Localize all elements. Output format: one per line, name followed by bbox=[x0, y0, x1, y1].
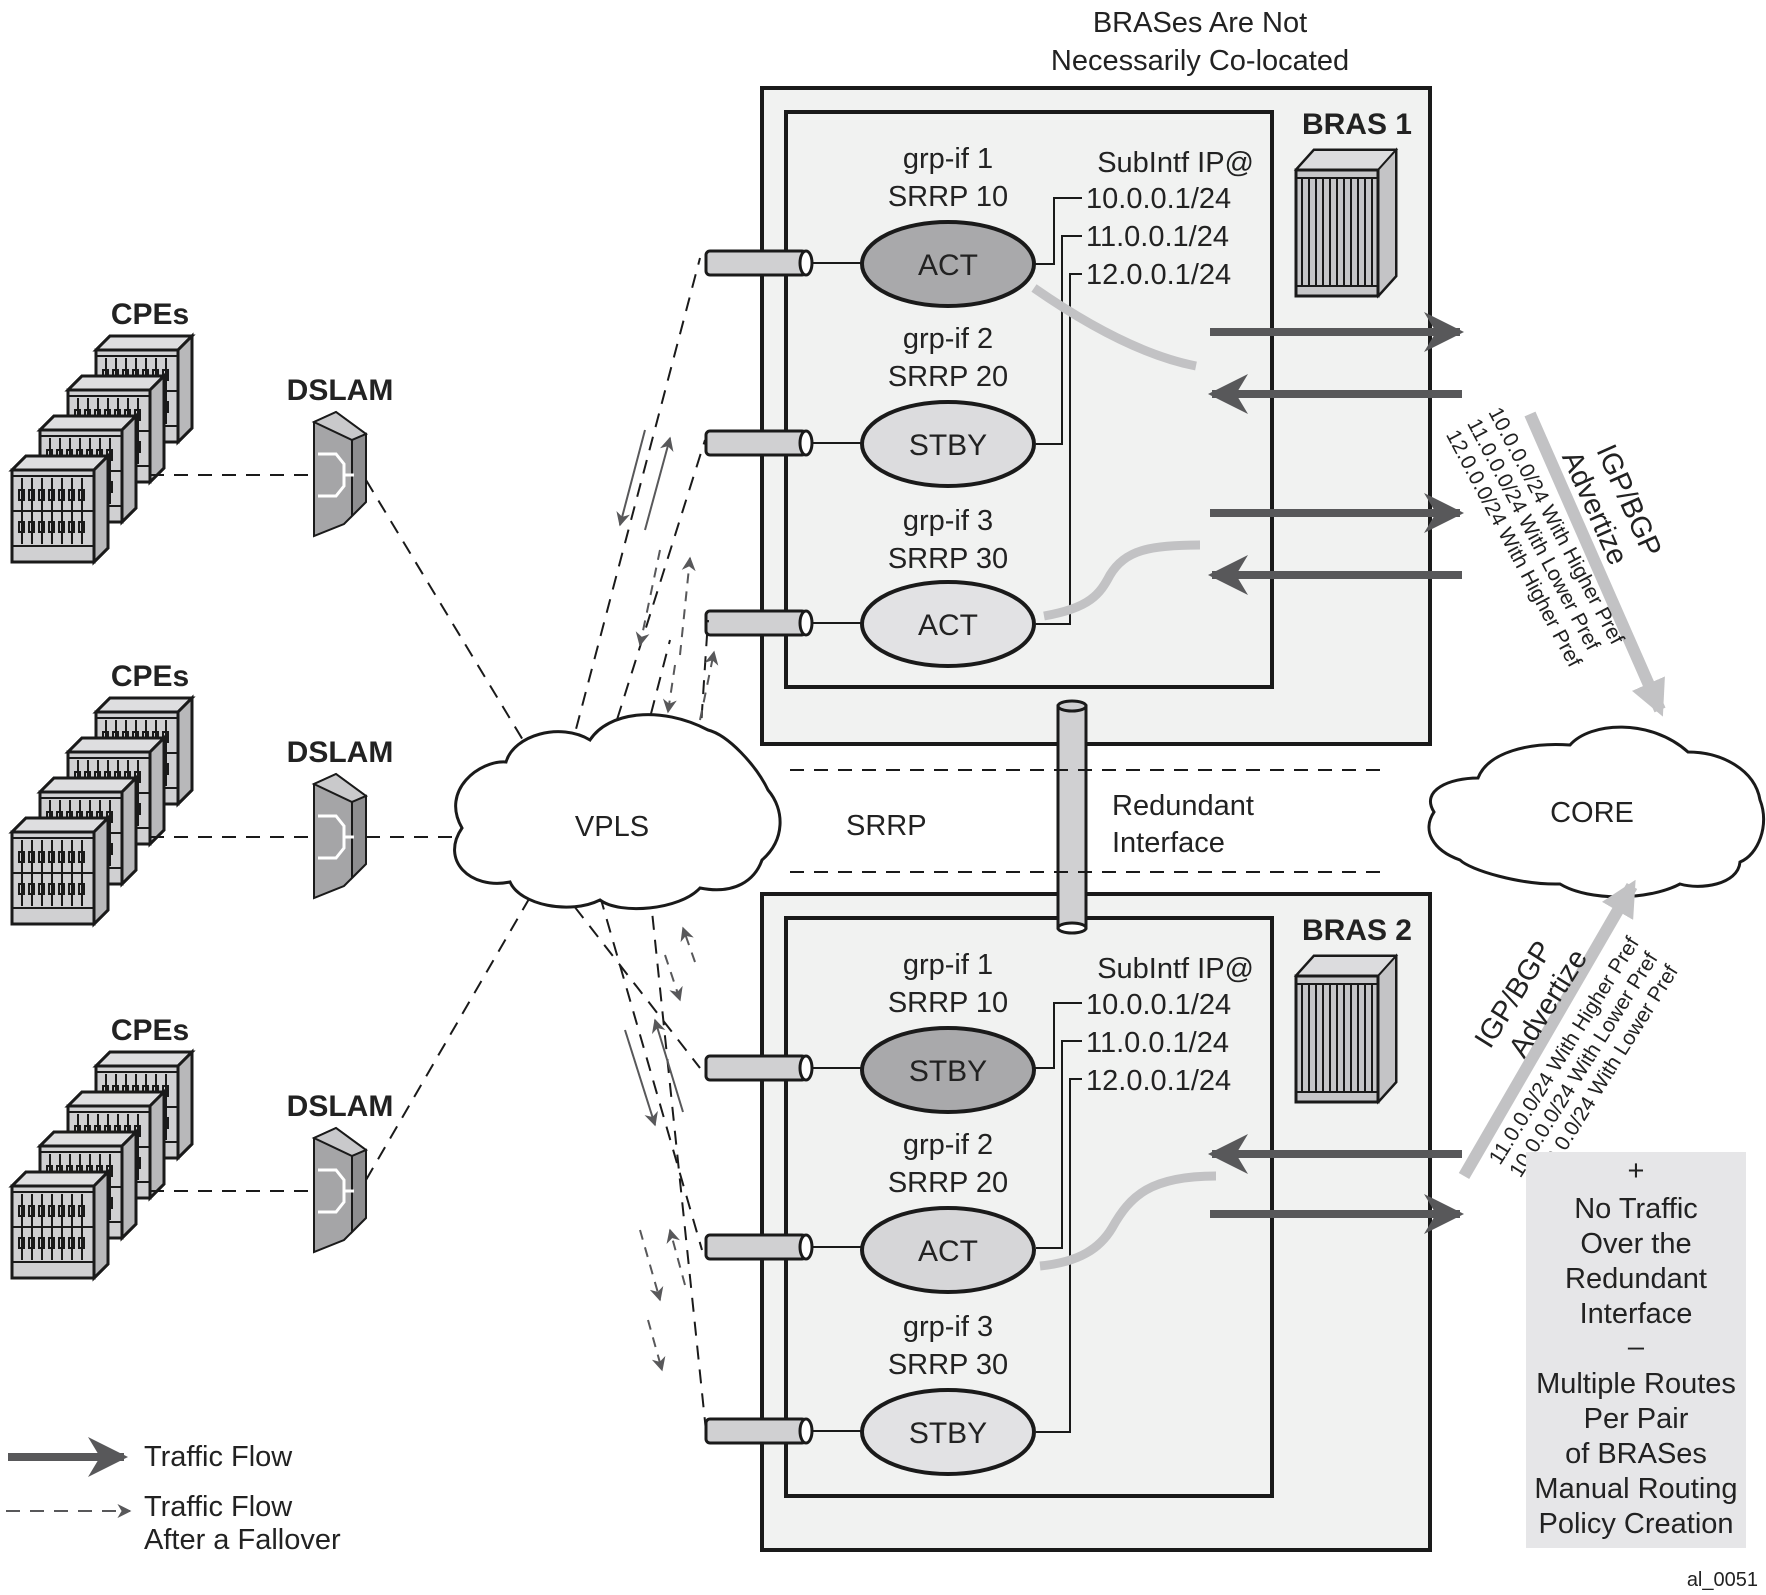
summary-pro-4: Interface bbox=[1580, 1298, 1693, 1330]
bras-1-grp-if-1-name: grp-if 1 bbox=[903, 143, 993, 175]
bras-1-grp-if-1-state: ACT bbox=[918, 249, 978, 282]
bras-2-grp-if-2-srrp: SRRP 20 bbox=[888, 1167, 1008, 1199]
access-group-2: CPEs DSLAM bbox=[10, 660, 394, 926]
summary-box-bg bbox=[1526, 1152, 1746, 1548]
header-note-line-1: BRASes Are Not bbox=[1093, 7, 1307, 39]
summary-pro-2: Over the bbox=[1580, 1228, 1691, 1260]
vpls-bras-links bbox=[559, 257, 709, 1432]
bras-2-grp-if-1-state: STBY bbox=[909, 1055, 987, 1088]
cpes-label-1: CPEs bbox=[111, 298, 189, 331]
bras-2-port-3[interactable] bbox=[704, 1417, 814, 1445]
cpes-label-3: CPEs bbox=[111, 1014, 189, 1047]
legend-solid-label: Traffic Flow bbox=[144, 1441, 293, 1473]
dslam-label-1: DSLAM bbox=[287, 374, 394, 407]
legend-dashed-label-2: After a Fallover bbox=[144, 1524, 341, 1556]
bras-2-port-2[interactable] bbox=[704, 1233, 814, 1261]
bras-2-grp-if-2-state: ACT bbox=[918, 1235, 978, 1268]
redundant-interface-label-1: Redundant bbox=[1112, 790, 1254, 822]
summary-pro-3: Redundant bbox=[1565, 1263, 1707, 1295]
srrp-label: SRRP bbox=[846, 810, 927, 842]
bras-2-route-path-2 bbox=[1039, 1171, 1217, 1271]
bras-1-title: BRAS 1 bbox=[1302, 108, 1412, 141]
core-cloud[interactable]: CORE bbox=[1427, 725, 1766, 899]
bras-2-grp-if-1-state-node[interactable] bbox=[860, 1026, 1036, 1114]
redundant-interface-link[interactable] bbox=[1056, 699, 1088, 935]
bras-1-grp-if-3-srrp: SRRP 30 bbox=[888, 543, 1008, 575]
legend-dashed-label-1: Traffic Flow bbox=[144, 1491, 293, 1523]
bras-2-grp-if-1-srrp: SRRP 10 bbox=[888, 987, 1008, 1019]
bras-2-grp-if-3-srrp: SRRP 30 bbox=[888, 1349, 1008, 1381]
cpe-icon bbox=[10, 454, 110, 564]
bras-2-grp-if-1-name: grp-if 1 bbox=[903, 949, 993, 981]
bras-1-port-1[interactable] bbox=[704, 249, 814, 277]
bras-1-grp-if-3-state: ACT bbox=[918, 609, 978, 642]
bras-2-subnet-2: 11.0.0.1/24 bbox=[1086, 1027, 1229, 1059]
bras-1-subnet-3: 12.0.0.1/24 bbox=[1086, 259, 1231, 291]
dslam-icon[interactable] bbox=[312, 1126, 368, 1254]
bras-2-subnet-1: 10.0.0.1/24 bbox=[1086, 989, 1231, 1021]
dslam-icon[interactable] bbox=[312, 772, 368, 900]
bras-2-title: BRAS 2 bbox=[1302, 914, 1412, 947]
summary-plus: + bbox=[1628, 1155, 1645, 1187]
bras-1-inner-panel bbox=[784, 110, 1274, 689]
figure-id: al_0051 bbox=[1687, 1569, 1758, 1591]
bras-2-subintf-header: SubIntf IP@ bbox=[1097, 953, 1254, 985]
bras-1-grp-if-2-name: grp-if 2 bbox=[903, 323, 993, 355]
summary-con-1: Multiple Routes bbox=[1536, 1368, 1736, 1400]
summary-con-5: Policy Creation bbox=[1538, 1508, 1733, 1540]
cpe-icon bbox=[10, 816, 110, 926]
bras-1-grp-if-2-state: STBY bbox=[909, 429, 987, 462]
summary-minus: – bbox=[1628, 1331, 1645, 1363]
vpls-label: VPLS bbox=[575, 811, 649, 843]
dslam-label-3: DSLAM bbox=[287, 1090, 394, 1123]
redundant-interface-label-2: Interface bbox=[1112, 827, 1225, 859]
bras-1-grp-if-1-srrp: SRRP 10 bbox=[888, 181, 1008, 213]
cpe-icon bbox=[10, 1170, 110, 1280]
bras-2: BRAS 2 SubIntf IP@ 10.0.0.1/24 11.0.0.1/… bbox=[704, 892, 1464, 1552]
bras-1-grp-if-2-state-node[interactable] bbox=[860, 400, 1036, 488]
dslam-icon[interactable] bbox=[312, 410, 368, 538]
bras-1-port-3[interactable] bbox=[704, 609, 814, 637]
dslam-label-2: DSLAM bbox=[287, 736, 394, 769]
bras-1-router-icon bbox=[1294, 148, 1398, 298]
bras-1-grp-if-1-state-node[interactable] bbox=[860, 220, 1036, 308]
vpls-cloud[interactable]: VPLS bbox=[453, 713, 782, 911]
access-group-3: CPEs DSLAM bbox=[10, 1014, 394, 1280]
bras-2-grp-if-2-state-node[interactable] bbox=[860, 1206, 1036, 1294]
bras-1-subintf-wires bbox=[1034, 197, 1082, 625]
bras-2-grp-if-3-state: STBY bbox=[909, 1417, 987, 1450]
bras-2-inner-panel bbox=[784, 916, 1274, 1498]
core-label: CORE bbox=[1550, 797, 1634, 829]
bras-2-advertize-arrow bbox=[1458, 879, 1638, 1180]
bras-1-subnet-2: 11.0.0.1/24 bbox=[1086, 221, 1229, 253]
access-links bbox=[150, 474, 541, 1192]
bras-2-grp-if-2-name: grp-if 2 bbox=[903, 1129, 993, 1161]
bras-1-subintf-header: SubIntf IP@ bbox=[1097, 147, 1254, 179]
legend: Traffic Flow Traffic Flow After a Fallov… bbox=[6, 1437, 341, 1556]
cpes-label-2: CPEs bbox=[111, 660, 189, 693]
bras-1-grp-if-2-srrp: SRRP 20 bbox=[888, 361, 1008, 393]
bras-2-port-1[interactable] bbox=[704, 1054, 814, 1082]
summary-con-4: Manual Routing bbox=[1534, 1473, 1737, 1505]
fallover-arrows bbox=[616, 429, 719, 1372]
bras-1-subnet-1: 10.0.0.1/24 bbox=[1086, 183, 1231, 215]
summary-box: + No Traffic Over the Redundant Interfac… bbox=[1526, 1152, 1746, 1548]
bras-1-port-2[interactable] bbox=[704, 429, 814, 457]
access-group-1: CPEs DSLAM bbox=[10, 298, 394, 564]
bras-1-grp-if-3-name: grp-if 3 bbox=[903, 505, 993, 537]
bras-1-route-path-3 bbox=[1043, 540, 1201, 621]
bras-1: BRAS 1 SubIntf IP@ 10.0.0.1/24 11.0.0.1/… bbox=[704, 86, 1464, 746]
bras-2-grp-if-3-name: grp-if 3 bbox=[903, 1311, 993, 1343]
summary-con-2: Per Pair bbox=[1584, 1403, 1689, 1435]
header-note-line-2: Necessarily Co-located bbox=[1051, 45, 1349, 77]
bras-1-advertize-arrow bbox=[1524, 411, 1666, 717]
bras-2-router-icon bbox=[1294, 954, 1398, 1104]
summary-pro-1: No Traffic bbox=[1574, 1193, 1698, 1225]
bras-1-route-path-1 bbox=[1031, 284, 1197, 371]
bras-2-subnet-3: 12.0.0.1/24 bbox=[1086, 1065, 1231, 1097]
bras-2-grp-if-3-state-node[interactable] bbox=[860, 1388, 1036, 1476]
bras-1-grp-if-3-state-node[interactable] bbox=[860, 580, 1036, 668]
summary-con-3: of BRASes bbox=[1565, 1438, 1707, 1470]
